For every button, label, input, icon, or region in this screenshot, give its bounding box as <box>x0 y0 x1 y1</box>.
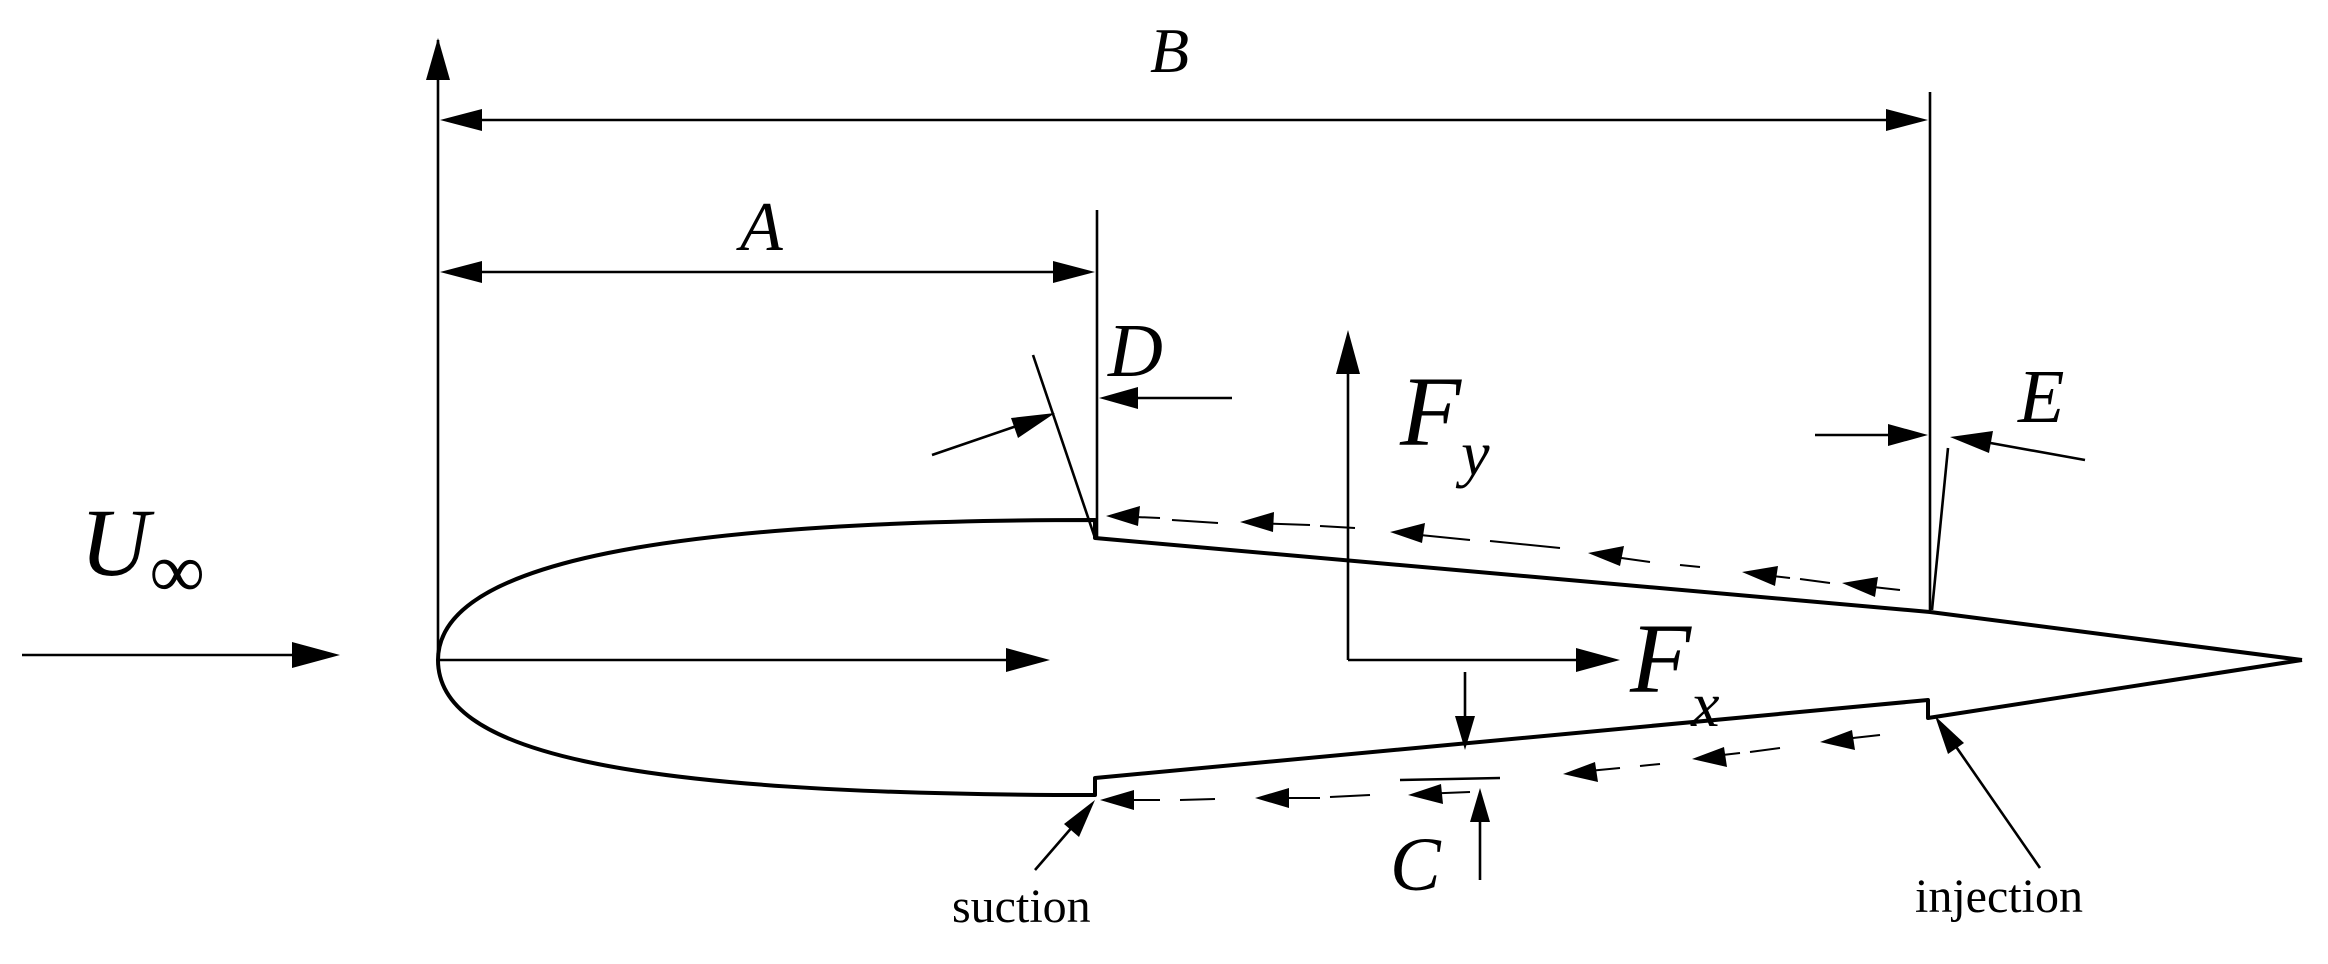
leading-edge-axis-arrowhead <box>426 38 450 80</box>
label-fy: Fy <box>1399 356 1490 489</box>
label-u: U <box>80 489 155 596</box>
label-fy-subscript: y <box>1455 418 1490 489</box>
dimension-e-slant <box>1930 447 1950 611</box>
airfoil-upper-surface <box>436 518 2303 662</box>
label-u-subscript: ∞ <box>149 527 205 614</box>
upper-jet-flow-arrows <box>1106 506 1901 597</box>
freestream-arrowhead <box>292 642 340 668</box>
dimension-c-arrowhead-top <box>1455 716 1475 750</box>
label-fx: Fx <box>1629 603 1720 740</box>
label-u-infinity: U∞ <box>80 489 205 614</box>
dimension-e-arrow-right <box>1984 440 2086 462</box>
dimension-d-slant <box>1031 354 1097 539</box>
label-c: C <box>1390 823 1442 907</box>
force-y-arrowhead <box>1336 330 1360 374</box>
label-a: A <box>736 189 783 266</box>
dimension-e-arrowhead-left <box>1888 424 1928 446</box>
label-fx-f: F <box>1629 603 1692 714</box>
airfoil-lower-surface <box>436 658 2303 797</box>
suction-pointer-head <box>1064 800 1095 837</box>
label-b: B <box>1150 15 1189 86</box>
label-suction: suction <box>952 880 1091 933</box>
label-d: D <box>1107 309 1163 393</box>
force-x-arrowhead <box>1576 648 1620 672</box>
dimension-a-arrowhead-right <box>1053 261 1095 283</box>
label-fx-subscript: x <box>1690 669 1719 740</box>
label-injection: injection <box>1915 870 2083 923</box>
dimension-c-ref-line <box>1399 776 1501 782</box>
dimension-b-arrowhead-left <box>440 109 482 131</box>
dimension-d-arrowhead-left <box>1011 413 1055 438</box>
chord-axis-arrowhead <box>1006 648 1050 672</box>
dimension-d-arrowhead-right <box>1099 387 1138 409</box>
injection-pointer <box>1948 737 2042 869</box>
dimension-c-arrowhead-bottom <box>1470 788 1490 822</box>
dimension-e-arrowhead-right <box>1950 431 1993 453</box>
label-fy-f: F <box>1399 356 1462 467</box>
dimension-a-arrowhead-left <box>440 261 482 283</box>
injection-pointer-head <box>1935 716 1964 754</box>
lower-jet-flow-arrows <box>1100 730 1881 810</box>
dimension-b-arrowhead-right <box>1886 109 1928 131</box>
label-e: E <box>2017 355 2064 439</box>
